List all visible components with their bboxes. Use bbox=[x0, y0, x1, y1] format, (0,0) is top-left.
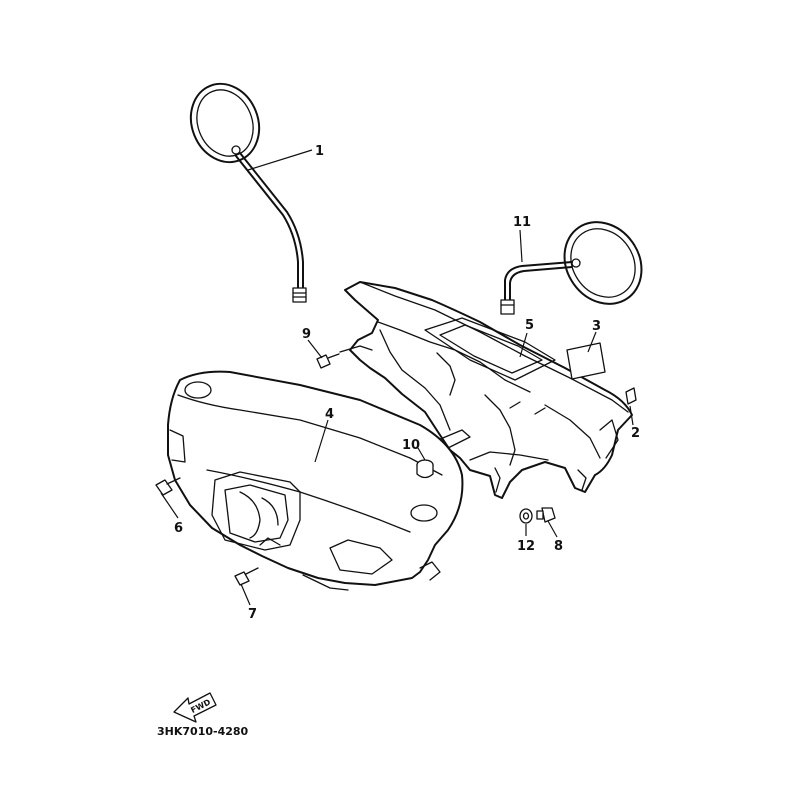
label-plate bbox=[566, 342, 606, 380]
part-label-7: 7 bbox=[248, 607, 257, 622]
screw-8 bbox=[536, 507, 556, 523]
leader-lines bbox=[160, 149, 634, 606]
part-label-6: 6 bbox=[174, 521, 183, 536]
part-label-4: 4 bbox=[325, 407, 334, 422]
part-label-11: 11 bbox=[513, 215, 531, 230]
bolt-6 bbox=[155, 477, 181, 496]
grommet bbox=[416, 459, 434, 479]
right-mirror bbox=[500, 221, 643, 315]
forward-arrow-icon: FWD bbox=[173, 692, 217, 723]
part-label-2: 2 bbox=[631, 426, 640, 441]
part-label-5: 5 bbox=[525, 318, 534, 333]
drawing-code: 3HK7010-4280 bbox=[157, 725, 249, 738]
part-label-12: 12 bbox=[517, 539, 535, 554]
part-label-9: 9 bbox=[302, 327, 311, 342]
bolt-9 bbox=[316, 353, 340, 369]
part-label-8: 8 bbox=[554, 539, 563, 554]
part-label-3: 3 bbox=[592, 319, 601, 334]
washer bbox=[519, 508, 533, 524]
part-label-10: 10 bbox=[402, 438, 420, 453]
bolt-7 bbox=[234, 567, 259, 586]
part-label-1: 1 bbox=[315, 144, 324, 159]
front-handlebar-cover bbox=[167, 370, 464, 591]
emblem bbox=[625, 387, 637, 405]
left-mirror bbox=[189, 82, 307, 303]
rear-handlebar-cover bbox=[339, 281, 633, 499]
